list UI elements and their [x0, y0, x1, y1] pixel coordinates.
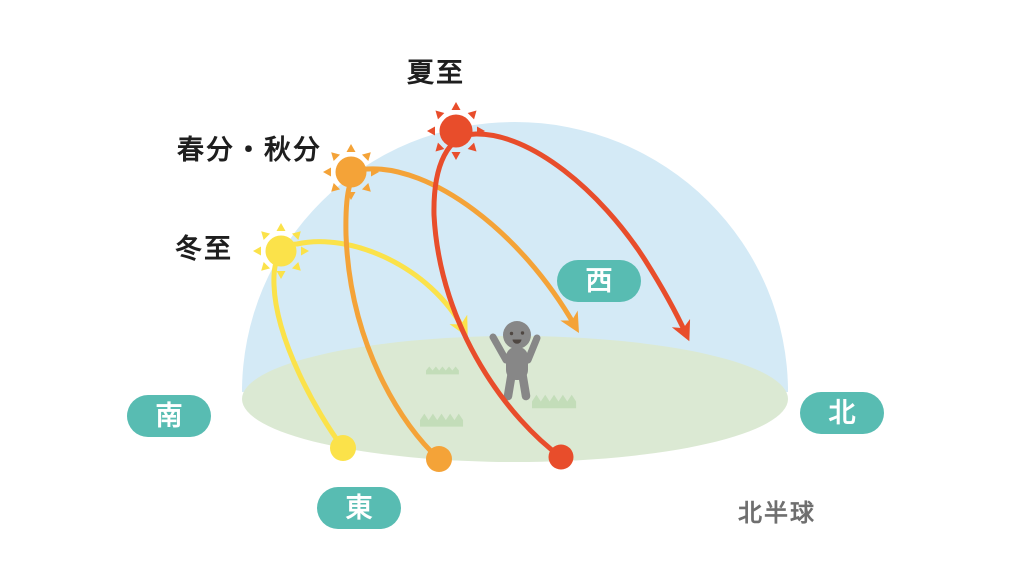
- person-left-arm: [489, 333, 510, 364]
- grass: [420, 366, 577, 427]
- person-head: [503, 321, 531, 349]
- winter-sun-icon: [253, 223, 309, 279]
- person-torso: [506, 347, 528, 380]
- hemisphere-caption: 北半球: [738, 500, 816, 527]
- badge-north: 北: [800, 392, 884, 434]
- sky-dome: [242, 122, 788, 392]
- equinox-sun-icon: [323, 144, 379, 200]
- person-eye: [509, 331, 514, 336]
- badge-east: 東: [317, 487, 401, 529]
- person-right-arm: [524, 334, 541, 364]
- person-eye: [520, 331, 525, 335]
- summer-sunrise-dot: [548, 444, 574, 470]
- equinox-sunrise-dot: [426, 446, 452, 472]
- summer-sun-path: [431, 131, 691, 460]
- winter-sunrise-dot: [330, 435, 356, 461]
- person-mouth: [512, 339, 522, 344]
- grass-tuft: [532, 394, 577, 409]
- person-face: [509, 331, 525, 344]
- label-equinox: 春分・秋分: [177, 135, 322, 165]
- person-figure: [489, 321, 541, 401]
- badge-south: 南: [127, 395, 211, 437]
- label-winter-solstice: 冬至: [175, 234, 233, 264]
- badge-west: 西: [557, 260, 641, 302]
- grass-tuft: [426, 366, 459, 375]
- grass-tuft: [420, 413, 464, 427]
- label-summer-solstice: 夏至: [407, 58, 465, 88]
- summer-sun-icon: [427, 102, 485, 160]
